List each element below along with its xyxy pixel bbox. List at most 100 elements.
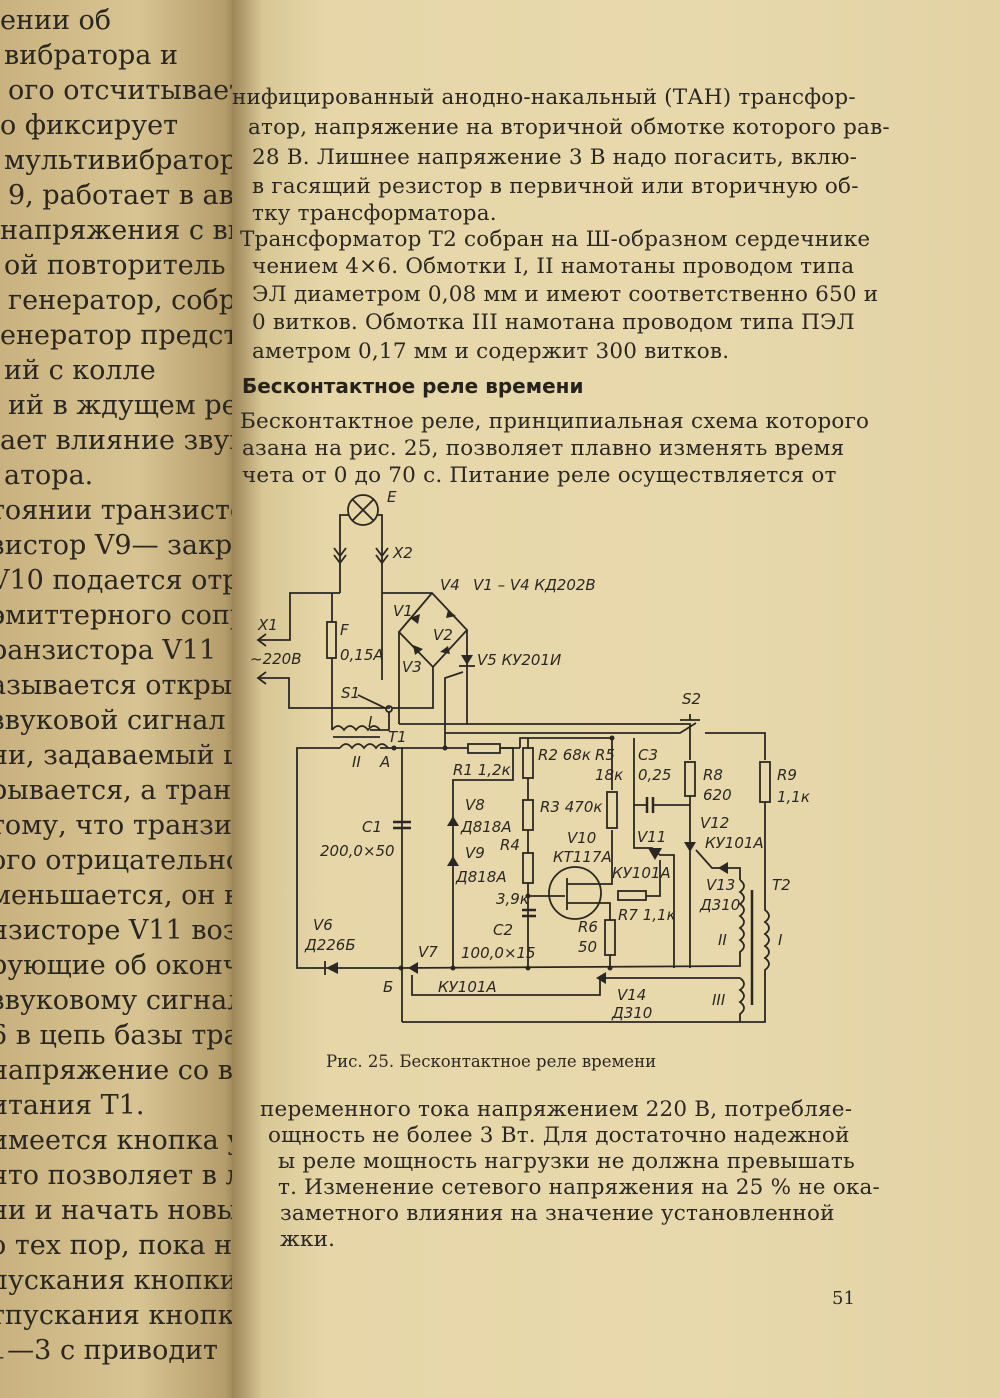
label-V14-type: Д310 [611,1004,652,1022]
section-heading: Бесконтактное реле времени [242,374,584,398]
label-C2-value: 100,0×15 [461,944,536,962]
label-R5-value: 18к [595,766,623,784]
label-mains: ~220В [250,650,302,668]
label-V9: V9 [465,844,485,862]
label-C1-value: 200,0×50 [320,842,395,860]
left-page-line: ого отрицательное нап [0,845,250,876]
left-page-line: ранзистора V11 [0,635,217,666]
label-V5: V5 КУ201И [477,651,561,669]
left-page-line: ни, задаваемый цеп [0,740,250,771]
label-T2-III: III [712,991,726,1009]
label-V10-type: КТ117А [553,848,612,866]
left-page-line: ении об [0,5,112,36]
left-page-line: енератор предста [0,320,250,351]
label-T2-II: II [718,931,727,949]
label-V2: V2 [433,626,453,644]
label-T2: T2 [772,876,791,894]
label-V7-type: КУ101А [438,978,497,996]
label-R9: R9 [777,766,797,784]
label-R4: R4 [500,836,520,854]
circuit-schematic: E X2 X1 ~220В F 0,15А V4 V1 – V4 КД202В … [250,488,810,1023]
label-S2: S2 [682,690,701,708]
label-bridge-type: V1 – V4 КД202В [473,576,596,594]
label-S1: S1 [341,684,360,702]
text-line: чением 4×6. Обмотки I, II намотаны прово… [252,254,855,279]
text-line: в гасящий резистор в первичной или втори… [252,174,859,199]
label-T2-I: I [778,931,783,949]
left-page-line: 1—3 с приводит [0,1335,218,1366]
left-page-line: ни и начать новый [0,1195,250,1226]
label-V13: V13 [706,876,735,894]
text-line: 28 В. Лишнее напряжение 3 В надо погасит… [252,145,858,170]
label-V10: V10 [567,829,596,847]
label-V9-type: Д818А [455,868,507,886]
text-line: ощность не более 3 Вт. Для достаточно на… [268,1123,850,1148]
text-line: 0 витков. Обмотка III намотана проводом … [252,310,855,335]
label-T1-II: II [352,753,361,771]
text-line: азана на рис. 25, позволяет плавно измен… [242,436,845,461]
left-page-line: ого отсчитывает [8,75,245,106]
label-V6-type: Д226Б [304,936,356,954]
label-E: E [387,488,397,506]
label-V4: V4 [440,576,460,594]
label-X1: X1 [257,616,278,634]
label-B: Б [383,978,393,996]
left-page-line: имеется кнопка уско [0,1125,250,1156]
label-A: А [379,753,390,771]
left-page-line: вибратора и [4,40,178,71]
text-line: Трансформатор T2 собран на Ш-образном се… [240,227,871,252]
label-R7: R7 1,1к [618,906,676,924]
left-page-line: V10 подается отрица [0,565,250,596]
label-R3: R3 470к [540,798,602,816]
label-C1: C1 [362,818,382,836]
label-R6-value: 50 [578,938,597,956]
figure-caption: Рис. 25. Бесконтактное реле времени [326,1052,657,1071]
label-V12: V12 [700,814,729,832]
right-page: нифицированный анодно-накальный (ТАН) тр… [232,0,1000,1398]
text-line: Бесконтактное реле, принципиальная схема… [240,409,870,434]
text-line: аметром 0,17 мм и содержит 300 витков. [252,339,730,364]
left-page-line: зистор V9— закрыт. В [0,530,250,561]
text-line: нифицированный анодно-накальный (ТАН) тр… [232,85,856,110]
label-V12-type: КУ101А [705,834,764,852]
label-V1: V1 [393,602,413,620]
left-page-line: атора. [4,460,94,491]
left-page-line: мультивибратор, [4,145,246,176]
left-page-line: напряжения с вых [0,215,250,246]
left-page-line: меньшается, он выз [0,880,250,911]
left-page-line: 6 в цепь базы транзи [0,1020,250,1051]
label-R1: R1 1,2к [453,761,511,779]
left-page-line: звуковому сигналу п [0,985,250,1016]
label-V8: V8 [465,796,485,814]
left-page-line: что позволяет в л [0,1160,243,1191]
label-C3: C3 [638,746,658,764]
text-line: заметного влияния на значение установлен… [280,1201,835,1226]
text-line: переменного тока напряжением 220 В, потр… [260,1097,853,1122]
page-number: 51 [832,1288,855,1309]
text-line: атор, напряжение на вторичной обмотке ко… [248,115,890,140]
text-line: ы реле мощность нагрузки не должна превы… [278,1149,855,1174]
label-R4-value: 3,9к [496,890,529,908]
left-page-line: тпускания кнопки [0,1300,250,1331]
left-page-line: итания T1. [0,1090,145,1121]
left-page-line: пускания кнопки на [0,1265,250,1296]
left-page-line: звуковой сигнал о [0,705,250,736]
left-page-line: тому, что транзистор [0,810,250,841]
label-X2: X2 [392,544,413,562]
left-page-line: азывается открыты [0,670,250,701]
text-line: чета от 0 до 70 с. Питание реле осуществ… [242,463,837,488]
label-V6: V6 [313,916,333,934]
label-R5: R5 [595,746,615,764]
label-R9-value: 1,1к [777,788,810,806]
left-page-line: генератор, собра [8,285,250,316]
label-C2: C2 [493,921,513,939]
text-line: тку трансформатора. [252,201,497,226]
label-R8: R8 [703,766,723,784]
left-page-line: рывается, а транзистор [0,775,250,806]
label-C3-value: 0,25 [638,766,671,784]
text-line: жки. [280,1227,336,1252]
label-V7: V7 [418,943,438,961]
left-page-line: ой повторитель [4,250,226,281]
left-page-line: тоянии транзистор [0,495,250,526]
left-page-line: эмиттерного сопроти [0,600,250,631]
